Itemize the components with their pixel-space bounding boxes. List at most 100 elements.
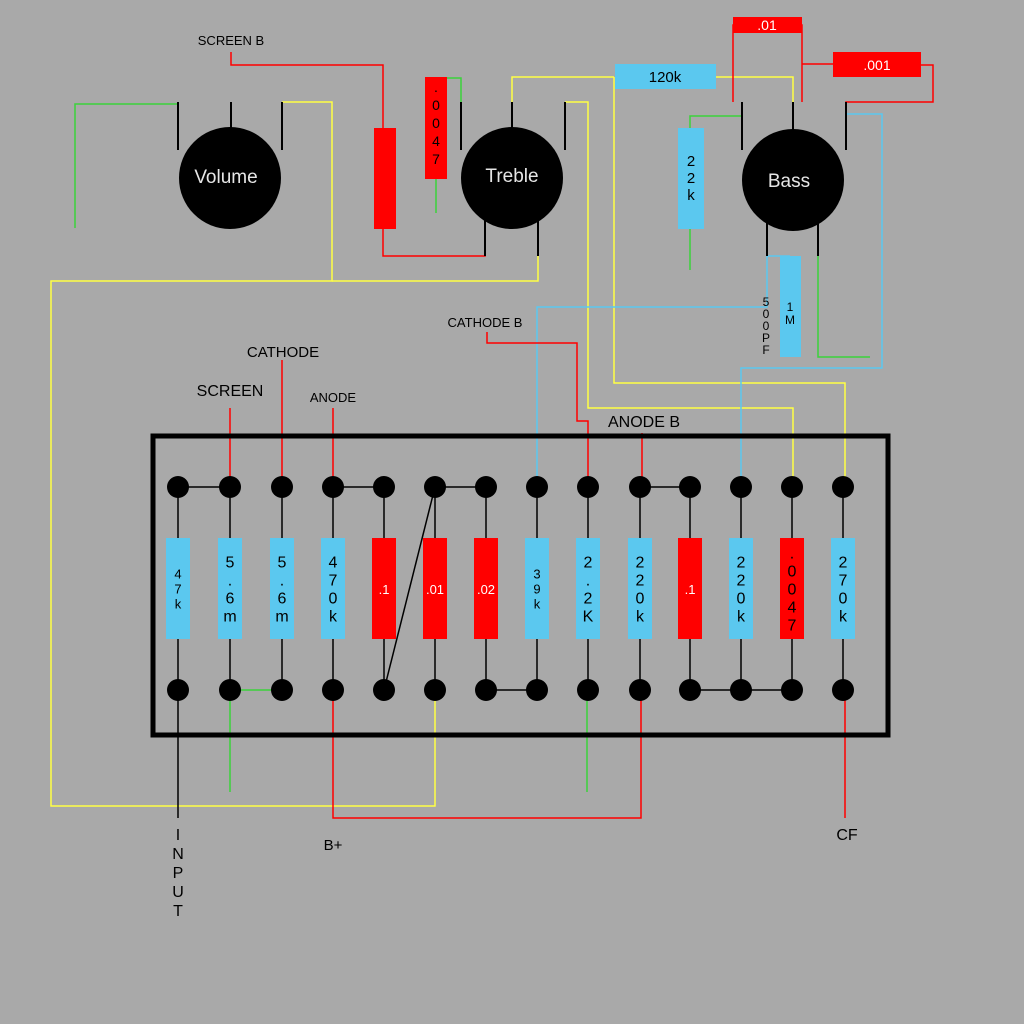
cap-01-bass-label: .01 bbox=[757, 17, 777, 33]
wire-red-screen-b bbox=[230, 52, 384, 130]
component-body bbox=[628, 538, 652, 639]
turret-top-9 bbox=[577, 476, 599, 498]
turret-top-10 bbox=[629, 476, 651, 498]
volume-pot: Volume bbox=[177, 102, 283, 229]
bass-pot: Bass bbox=[741, 102, 847, 256]
component-label: .02 bbox=[477, 582, 495, 597]
component-body bbox=[423, 538, 447, 639]
turret-bottom-3 bbox=[271, 679, 293, 701]
component-body bbox=[525, 538, 549, 639]
component-label: .01 bbox=[426, 582, 444, 597]
turret-bottom-11 bbox=[679, 679, 701, 701]
cap-001-bass-label: .001 bbox=[863, 57, 890, 73]
component-body bbox=[270, 538, 294, 639]
component-body bbox=[321, 538, 345, 639]
turret-top-12 bbox=[730, 476, 752, 498]
turret-bottom-2 bbox=[219, 679, 241, 701]
wire-green-screen bbox=[229, 689, 282, 792]
turret-top-7 bbox=[475, 476, 497, 498]
bass-label: Bass bbox=[768, 171, 810, 192]
turret-board bbox=[150, 433, 891, 738]
turret-top-14 bbox=[832, 476, 854, 498]
turret-top-2 bbox=[219, 476, 241, 498]
resistor-120k-label: 120k bbox=[649, 69, 682, 86]
screen-b-label: SCREEN B bbox=[198, 33, 264, 48]
turret-bottom-4 bbox=[322, 679, 344, 701]
turret-bottom-10 bbox=[629, 679, 651, 701]
wire-yellow-treble-top bbox=[511, 76, 614, 102]
component-body bbox=[372, 538, 396, 639]
turret-top-8 bbox=[526, 476, 548, 498]
turret-top-4 bbox=[322, 476, 344, 498]
screen-label: SCREEN bbox=[197, 383, 264, 400]
component-body bbox=[576, 538, 600, 639]
component-body bbox=[166, 538, 190, 639]
turret-bottom-13 bbox=[781, 679, 803, 701]
turret-top-5 bbox=[373, 476, 395, 498]
turrets bbox=[167, 476, 854, 701]
wire-green-22k bbox=[689, 115, 742, 128]
turret-bottom-6 bbox=[424, 679, 446, 701]
turret-bottom-1 bbox=[167, 679, 189, 701]
cf-label: CF bbox=[836, 827, 858, 844]
turret-top-13 bbox=[781, 476, 803, 498]
treble-pot: Treble bbox=[460, 102, 566, 256]
wire-red-500pf-treble bbox=[382, 225, 486, 257]
component-body bbox=[678, 538, 702, 639]
board-component-7: .02 bbox=[474, 487, 498, 690]
volume-label: Volume bbox=[194, 167, 257, 188]
component-body bbox=[780, 538, 804, 639]
wire-yellow-treble bbox=[332, 225, 539, 282]
component-body bbox=[218, 538, 242, 639]
component-body bbox=[729, 538, 753, 639]
wire-blue-bass bbox=[536, 225, 768, 487]
turret-bottom-14 bbox=[832, 679, 854, 701]
turret-bottom-8 bbox=[526, 679, 548, 701]
cap-01-bass: .01 bbox=[733, 17, 802, 33]
board-component-6: .01 bbox=[423, 487, 447, 690]
component-label: .1 bbox=[685, 582, 696, 597]
wire-red-01 bbox=[732, 24, 803, 102]
wire-blue-bass-right bbox=[740, 113, 883, 487]
wire-green-bass bbox=[817, 225, 870, 358]
resistor-120k: 120k bbox=[615, 64, 716, 89]
turret-bottom-7 bbox=[475, 679, 497, 701]
component-label: .1 bbox=[379, 582, 390, 597]
wire-red-b-plus bbox=[332, 690, 642, 819]
b-plus-label: B+ bbox=[324, 837, 343, 854]
board-component-11: .1 bbox=[678, 487, 702, 690]
wire-yellow-120k bbox=[716, 76, 794, 102]
turret-bottom-12 bbox=[730, 679, 752, 701]
turret-top-1 bbox=[167, 476, 189, 498]
wire-yellow-volume bbox=[50, 101, 436, 807]
turret-bottom-9 bbox=[577, 679, 599, 701]
cap-001-bass: .001 bbox=[833, 52, 921, 77]
